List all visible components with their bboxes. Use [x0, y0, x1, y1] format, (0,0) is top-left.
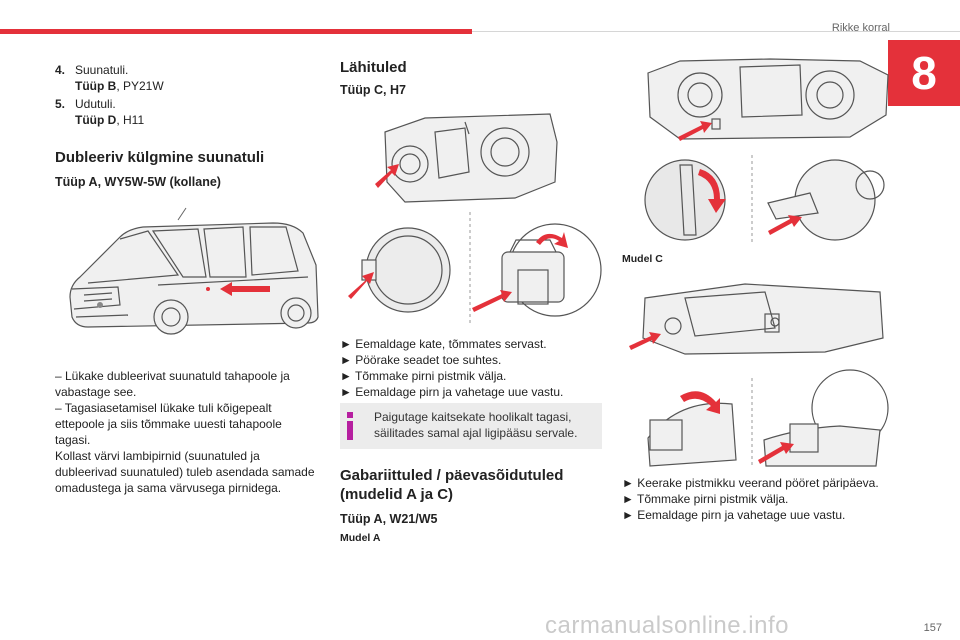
heading-side-indicator: Dubleeriv külgmine suunatuli — [55, 149, 265, 166]
list-item-number: 5. — [55, 97, 66, 111]
bulb-removal-illustration — [348, 212, 602, 324]
paragraph-line: – Lükake dubleerivat suunatuld tahapoole… — [55, 369, 290, 383]
chapter-number-tab: 8 — [888, 40, 960, 106]
step-line: ► Pöörake seadet toe suhtes. — [340, 353, 502, 367]
step-line: ► Tõmmake pirni pistmik välja. — [340, 369, 507, 383]
step-line: ► Eemaldage pirn ja vahetage uue vastu. — [622, 508, 846, 522]
connector-removal-illustration — [647, 369, 889, 468]
model-a-label: Mudel A — [340, 532, 381, 544]
subheading-type-c: Tüüp C, H7 — [340, 83, 406, 97]
page-number: 157 — [923, 622, 942, 634]
note-line: säilitades samal ajal ligipääsu servale. — [374, 426, 578, 440]
list-item: 5. Udutuli. Tüüp D, H11 — [55, 96, 144, 128]
paragraph-line: Kollast värvi lambipirnid (suunatuled ja — [55, 449, 260, 463]
header-rule — [472, 31, 960, 32]
list-item-bulb: , H11 — [116, 113, 145, 127]
heading-position-lights: Gabariittuled / päevasõidutuled (mudelid… — [340, 466, 563, 504]
paragraph-line: omadustega ja sama värvusega pirnidega. — [55, 481, 282, 495]
step-line: ► Eemaldage kate, tõmmates servast. — [340, 337, 547, 351]
model-c-label: Mudel C — [622, 253, 663, 265]
van-side-indicator-illustration — [69, 207, 319, 335]
list-item-name: Udutuli. — [75, 97, 116, 111]
subheading-type-a: Tüüp A, WY5W-5W (kollane) — [55, 175, 221, 189]
info-note: Paigutage kaitsekate hoolikalt tagasi, s… — [340, 403, 602, 449]
info-icon — [347, 412, 353, 440]
list-item: 4. Suunatuli. Tüüp B, PY21W — [55, 62, 164, 94]
dipped-beam-steps: ► Eemaldage kate, tõmmates servast. ► Pö… — [340, 336, 610, 400]
heading-line: Gabariittuled / päevasõidutuled — [340, 467, 564, 484]
list-item-number: 4. — [55, 63, 66, 77]
subheading-w21w5: Tüüp A, W21/W5 — [340, 512, 438, 526]
step-line: ► Keerake pistmikku veerand pööret pärip… — [622, 476, 879, 490]
header-accent-bar — [0, 29, 472, 34]
watermark: carmanualsonline.info — [545, 612, 789, 639]
cap-rotation-illustration — [644, 155, 885, 245]
heading-line: (mudelid A ja C) — [340, 486, 454, 503]
list-item-bulb: , PY21W — [116, 79, 164, 93]
list-item-type: Tüüp D — [75, 113, 117, 127]
paragraph-line: tagasi. — [55, 433, 91, 447]
step-line: ► Eemaldage pirn ja vahetage uue vastu. — [340, 385, 564, 399]
model-c-steps: ► Keerake pistmikku veerand pööret pärip… — [622, 475, 902, 523]
side-indicator-instructions: – Lükake dubleerivat suunatuld tahapoole… — [55, 368, 325, 496]
heading-dipped-beam: Lähituled — [340, 59, 407, 76]
paragraph-line: ettepoole ja siis tõmmake uuesti tahapoo… — [55, 417, 282, 431]
section-title: Rikke korral — [831, 22, 890, 34]
headlamp-rear-illustration — [375, 113, 558, 203]
list-item-type: Tüüp B — [75, 79, 117, 93]
note-line: Paigutage kaitsekate hoolikalt tagasi, — [374, 410, 572, 424]
model-c-headlamp-illustration — [629, 283, 884, 355]
paragraph-line: – Tagasiasetamisel lükake tuli kõigepeal… — [55, 401, 272, 415]
paragraph-line: vabastage see. — [55, 385, 137, 399]
paragraph-line: dubleerivad suunatuled) tuleb asendada s… — [55, 465, 315, 479]
step-line: ► Tõmmake pirni pistmik välja. — [622, 492, 789, 506]
headlamp-top-illustration — [647, 58, 889, 141]
list-item-name: Suunatuli. — [75, 63, 129, 77]
